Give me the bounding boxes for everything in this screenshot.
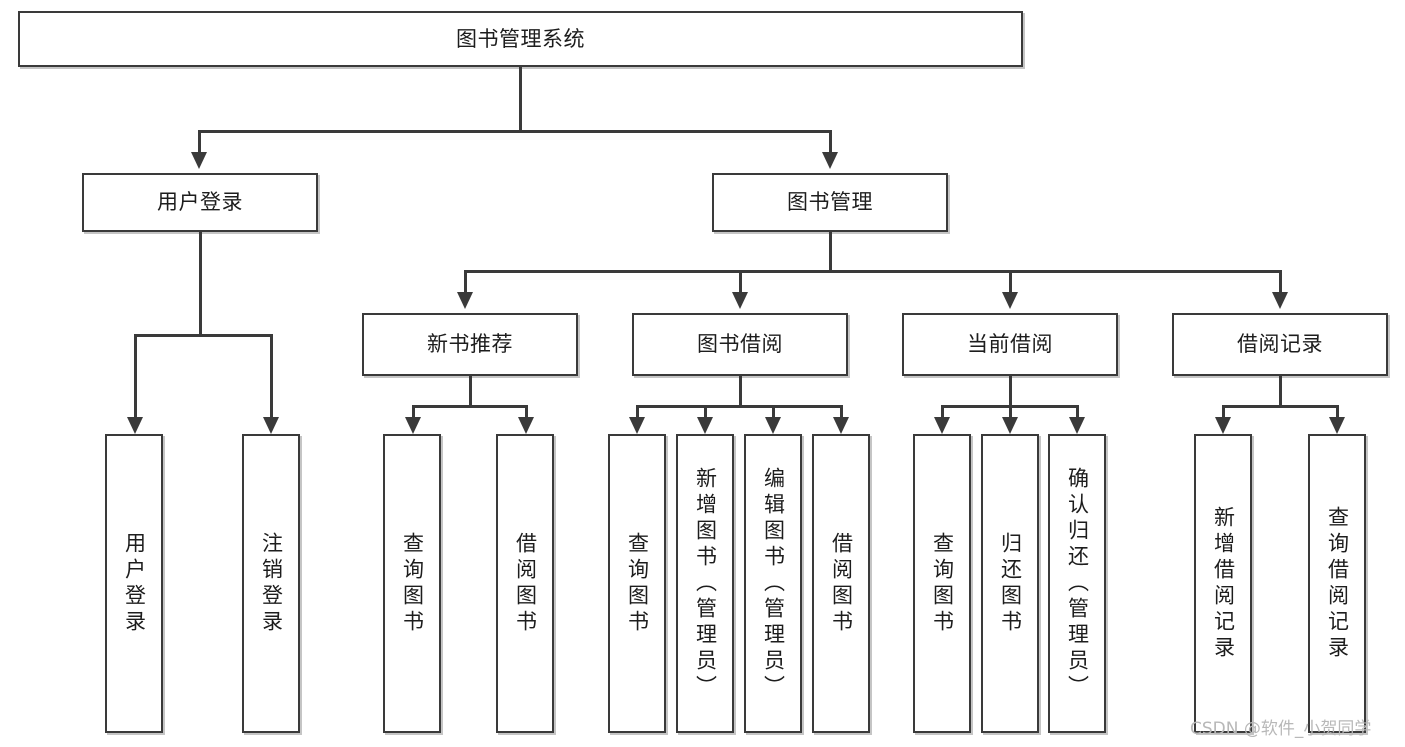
connector-new-book-stem bbox=[469, 376, 472, 407]
leaf-book-borrow-query-book[interactable]: 查询图书 bbox=[608, 434, 666, 733]
connector-book-borrow-stem bbox=[739, 376, 742, 407]
arrowhead-new-book-leaf-1 bbox=[405, 417, 421, 434]
connector-current-borrow-leaf-3 bbox=[1076, 405, 1079, 418]
leaf-borrow-record-add-record[interactable]: 新增借阅记录 bbox=[1194, 434, 1252, 733]
leaf-current-borrow-confirm-return[interactable]: 确认归还（管理员） bbox=[1048, 434, 1106, 733]
node-label: 借阅记录 bbox=[1237, 332, 1323, 357]
node-label: 借阅图书 bbox=[513, 531, 538, 636]
connector-new-book-leaf-1 bbox=[412, 405, 415, 418]
arrowhead-root-to-book-management bbox=[822, 152, 838, 169]
connector-book-borrow-leaf-4 bbox=[840, 405, 843, 418]
leaf-new-book-query-book[interactable]: 查询图书 bbox=[383, 434, 441, 733]
node-label: 查询图书 bbox=[400, 531, 425, 636]
connector-borrow-record-stem bbox=[1279, 376, 1282, 407]
node-label: 图书管理 bbox=[787, 190, 873, 215]
leaf-current-borrow-return-book[interactable]: 归还图书 bbox=[981, 434, 1039, 733]
connector-current-borrow-stem bbox=[1009, 376, 1012, 407]
arrowhead-book-borrow-leaf-4 bbox=[833, 417, 849, 434]
node-label: 借阅图书 bbox=[829, 531, 854, 636]
node-label: 注销登录 bbox=[259, 531, 284, 636]
node-label: 新增图书（管理员） bbox=[693, 466, 718, 701]
connector-user-login-bar bbox=[134, 334, 272, 337]
node-book-management[interactable]: 图书管理 bbox=[712, 173, 948, 232]
node-user-login[interactable]: 用户登录 bbox=[82, 173, 318, 232]
connector-user-login-stem bbox=[199, 232, 202, 336]
arrowhead-user-login-leaf-2 bbox=[263, 417, 279, 434]
node-label: 新增借阅记录 bbox=[1211, 505, 1236, 662]
arrowhead-root-to-user-login bbox=[191, 152, 207, 169]
connector-root-bar bbox=[198, 130, 831, 133]
node-new-book-recommend[interactable]: 新书推荐 bbox=[362, 313, 578, 376]
node-label: 当前借阅 bbox=[967, 332, 1053, 357]
arrowhead-bm-new-book bbox=[457, 292, 473, 309]
leaf-user-login-login[interactable]: 用户登录 bbox=[105, 434, 163, 733]
node-root-book-management-system[interactable]: 图书管理系统 bbox=[18, 11, 1023, 67]
arrowhead-bm-borrow-record bbox=[1272, 292, 1288, 309]
connector-book-borrow-leaf-3 bbox=[772, 405, 775, 418]
arrowhead-new-book-leaf-2 bbox=[518, 417, 534, 434]
node-label: 新书推荐 bbox=[427, 332, 513, 357]
leaf-user-login-logout[interactable]: 注销登录 bbox=[242, 434, 300, 733]
node-label: 用户登录 bbox=[157, 190, 243, 215]
node-label: 查询图书 bbox=[625, 531, 650, 636]
connector-bm-to-current-borrow bbox=[1009, 270, 1012, 293]
node-label: 归还图书 bbox=[998, 531, 1023, 636]
connector-user-login-to-leaf-1 bbox=[134, 334, 137, 418]
arrowhead-book-borrow-leaf-3 bbox=[765, 417, 781, 434]
arrowhead-borrow-record-leaf-2 bbox=[1329, 417, 1345, 434]
connector-bm-to-book-borrow bbox=[739, 270, 742, 293]
connector-current-borrow-leaf-2 bbox=[1009, 405, 1012, 418]
connector-root-stem bbox=[519, 67, 522, 131]
leaf-book-borrow-edit-book[interactable]: 编辑图书（管理员） bbox=[744, 434, 802, 733]
node-borrow-record[interactable]: 借阅记录 bbox=[1172, 313, 1388, 376]
node-label: 编辑图书（管理员） bbox=[761, 466, 786, 701]
node-label: 确认归还（管理员） bbox=[1065, 466, 1090, 701]
connector-borrow-record-leaf-2 bbox=[1336, 405, 1339, 418]
connector-book-borrow-leaf-1 bbox=[636, 405, 639, 418]
arrowhead-current-borrow-leaf-1 bbox=[934, 417, 950, 434]
connector-user-login-to-leaf-2 bbox=[270, 334, 273, 418]
arrowhead-user-login-leaf-1 bbox=[127, 417, 143, 434]
arrowhead-current-borrow-leaf-3 bbox=[1069, 417, 1085, 434]
leaf-book-borrow-add-book[interactable]: 新增图书（管理员） bbox=[676, 434, 734, 733]
connector-new-book-bar bbox=[412, 405, 527, 408]
node-label: 用户登录 bbox=[122, 531, 147, 636]
connector-book-management-stem bbox=[829, 232, 832, 272]
connector-new-book-leaf-2 bbox=[525, 405, 528, 418]
connector-book-borrow-bar bbox=[636, 405, 842, 408]
node-label: 图书管理系统 bbox=[456, 26, 585, 51]
connector-book-management-bar bbox=[464, 270, 1280, 273]
arrowhead-book-borrow-leaf-2 bbox=[697, 417, 713, 434]
leaf-new-book-borrow-book[interactable]: 借阅图书 bbox=[496, 434, 554, 733]
node-book-borrow[interactable]: 图书借阅 bbox=[632, 313, 848, 376]
connector-root-to-book-management bbox=[829, 130, 832, 153]
leaf-book-borrow-borrow-book[interactable]: 借阅图书 bbox=[812, 434, 870, 733]
arrowhead-bm-book-borrow bbox=[732, 292, 748, 309]
leaf-borrow-record-query-record[interactable]: 查询借阅记录 bbox=[1308, 434, 1366, 733]
node-current-borrow[interactable]: 当前借阅 bbox=[902, 313, 1118, 376]
connector-book-borrow-leaf-2 bbox=[704, 405, 707, 418]
connector-bm-to-borrow-record bbox=[1279, 270, 1282, 293]
watermark-text: CSDN @软件_小贺同学 bbox=[1190, 719, 1372, 739]
arrowhead-current-borrow-leaf-2 bbox=[1002, 417, 1018, 434]
connector-bm-to-new-book bbox=[464, 270, 467, 293]
arrowhead-borrow-record-leaf-1 bbox=[1215, 417, 1231, 434]
arrowhead-bm-current-borrow bbox=[1002, 292, 1018, 309]
connector-borrow-record-leaf-1 bbox=[1222, 405, 1225, 418]
node-label: 查询借阅记录 bbox=[1325, 505, 1350, 662]
node-label: 查询图书 bbox=[930, 531, 955, 636]
connector-borrow-record-bar bbox=[1222, 405, 1338, 408]
connector-root-to-user-login bbox=[198, 130, 201, 153]
arrowhead-book-borrow-leaf-1 bbox=[629, 417, 645, 434]
leaf-current-borrow-query-book[interactable]: 查询图书 bbox=[913, 434, 971, 733]
node-label: 图书借阅 bbox=[697, 332, 783, 357]
connector-current-borrow-leaf-1 bbox=[941, 405, 944, 418]
